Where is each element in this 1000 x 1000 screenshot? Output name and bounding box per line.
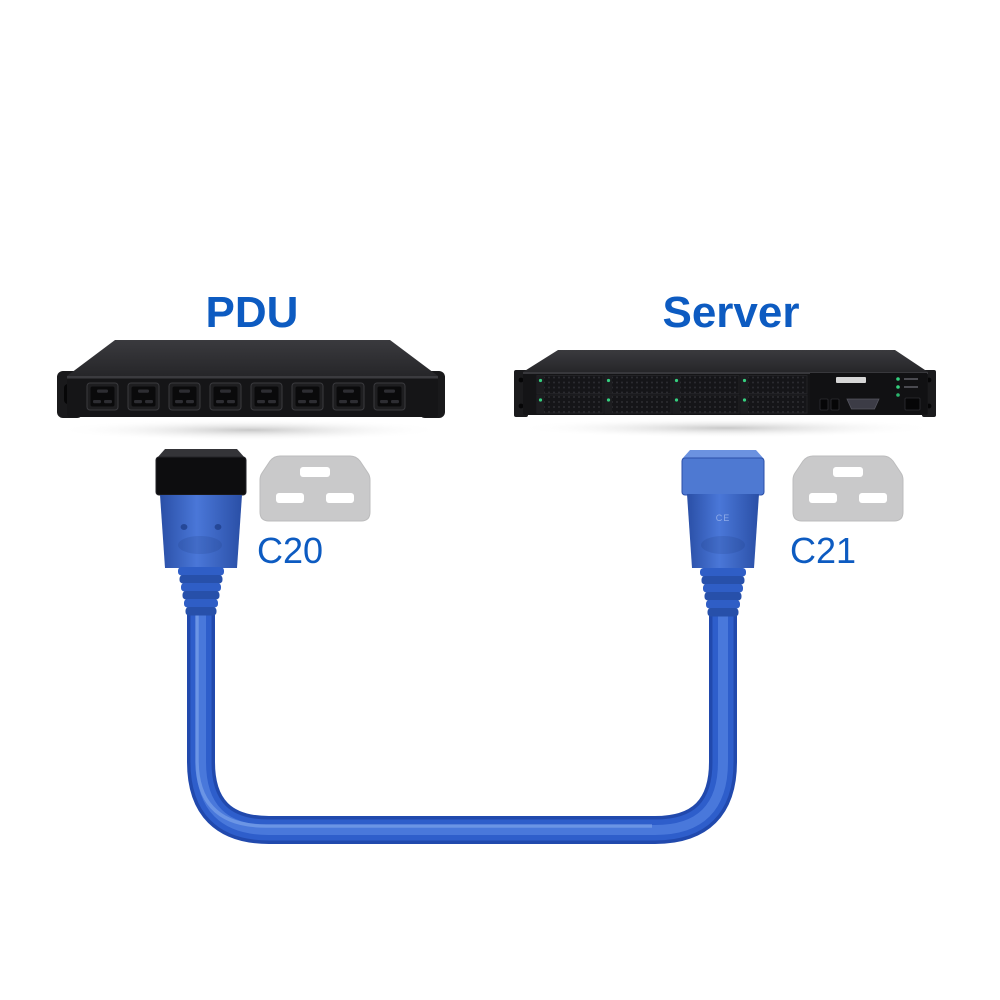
drive-bay (604, 394, 672, 414)
drive-bay (672, 394, 740, 414)
drive-bay (536, 375, 604, 394)
c19-outlet (168, 382, 201, 411)
ethernet-port (904, 397, 921, 411)
c21-shading (701, 536, 745, 554)
drive-bay (740, 375, 808, 394)
c20-label: C20 (257, 530, 323, 571)
server-label-strip (836, 377, 866, 383)
c20-shading (178, 536, 222, 554)
ce-marking: CE (716, 513, 731, 523)
usb-port (819, 398, 829, 411)
c21-socket-face-icon (792, 455, 904, 522)
server-io-panel (810, 373, 927, 414)
c21-body (687, 494, 759, 568)
pdu-top-face (67, 340, 438, 376)
c20-head-top (157, 449, 245, 458)
server-ear-hole (518, 403, 524, 409)
c21-head-top (682, 450, 764, 459)
server-top-face (523, 350, 928, 372)
server-device (514, 350, 936, 417)
drive-bay (604, 375, 672, 394)
c19-outlet (373, 382, 406, 411)
c20-strain-relief (178, 567, 224, 616)
c20-mold-mark (180, 524, 188, 530)
status-led (896, 377, 900, 381)
c20-socket-face-icon (259, 455, 371, 522)
pdu-shadow (55, 419, 445, 441)
c19-outlet (209, 382, 242, 411)
server-ear-hole (518, 377, 524, 383)
pdu-label: PDU (206, 288, 299, 337)
c19-outlet (127, 382, 160, 411)
drive-bay (672, 375, 740, 394)
c19-outlet (291, 382, 324, 411)
c20-mold-mark (214, 524, 222, 530)
pdu-front-edge (67, 376, 438, 379)
c21-strain-relief (700, 568, 746, 617)
c20-head (155, 456, 247, 496)
c21-head (681, 457, 765, 496)
pdu-device (57, 340, 445, 418)
vga-port (846, 398, 880, 410)
cable-sheen (196, 612, 728, 835)
c19-outlet (250, 382, 283, 411)
c21-connector: CE (681, 450, 765, 617)
c20-connector (155, 449, 247, 616)
panel-text-mark (904, 386, 918, 388)
status-led (896, 385, 900, 389)
server-shadow (514, 418, 938, 438)
drive-bay (536, 394, 604, 414)
c21-label: C21 (790, 530, 856, 571)
c20-body (160, 495, 242, 568)
cable-outer (187, 612, 737, 844)
usb-port (830, 398, 840, 411)
c19-outlet (86, 382, 119, 411)
cable-highlight (195, 612, 652, 828)
drive-bay (740, 394, 808, 414)
c19-outlet (332, 382, 365, 411)
server-front-edge (523, 372, 928, 374)
status-led (896, 393, 900, 397)
cable-body (190, 612, 734, 841)
panel-text-mark (904, 378, 918, 380)
power-cable (187, 612, 737, 844)
server-label: Server (662, 288, 799, 337)
